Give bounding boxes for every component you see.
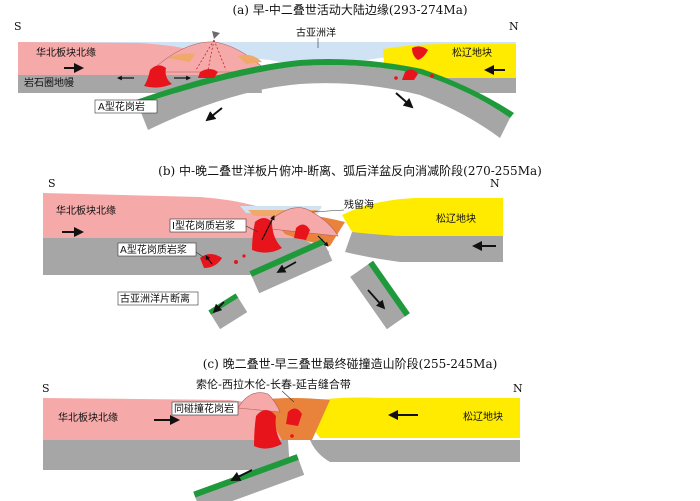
arrow-slab-south: [205, 107, 223, 122]
magma-droplet: [234, 260, 238, 264]
songliao-magma-pocket: [402, 69, 418, 80]
suture-zone-label: 索伦-西拉木伦-长春-延吉缝合带: [196, 377, 351, 391]
a-type-granite-label: A型花岗岩: [98, 100, 145, 113]
songliao-block-label: 松辽地块: [436, 212, 476, 225]
lithospheric-mantle: [43, 440, 290, 470]
magma-droplet: [394, 76, 398, 80]
suture-zone-leader: [281, 390, 295, 403]
lithospheric-mantle-label: 岩石圈地幔: [24, 76, 74, 89]
ocean-label: 古亚洲洋: [296, 26, 336, 39]
north-china-margin-label: 华北板块北缘: [56, 204, 116, 217]
arrow-i-type-rise: [261, 215, 275, 241]
collision-dome: [237, 392, 281, 413]
magma-dikes: [195, 39, 227, 71]
residual-sea-leader: [311, 209, 345, 213]
panel-b-south-label: S: [48, 177, 56, 190]
subducted-slab: [193, 454, 305, 501]
north-china-margin-label: 华北板块北缘: [36, 46, 96, 59]
slab-breakoff-label: 古亚洲洋片断离: [120, 292, 190, 305]
i-type-leader: [245, 225, 259, 233]
suture-magma-pocket: [286, 408, 302, 426]
panel-a-north-label: N: [509, 20, 519, 33]
songliao-mantle: [310, 440, 520, 462]
oceanic-slab-mantle: [138, 65, 510, 138]
a-type-leader: [195, 251, 207, 260]
arrow-slab-south: [230, 469, 253, 481]
panel-c-south-label: S: [42, 382, 50, 395]
panel-a-south-label: S: [14, 20, 22, 33]
magma-droplet: [290, 434, 294, 438]
i-type-magma-label: I型花岗质岩浆: [172, 219, 235, 232]
slab-breakoff-label-box: [117, 291, 199, 306]
panel-c-title: (c) 晚二叠世-早三叠世最终碰撞造山阶段(255-245Ma): [203, 356, 498, 371]
a-type-granite-body: [144, 65, 172, 88]
arrow-suture-fluid: [317, 235, 329, 247]
magma-droplet: [242, 254, 246, 258]
syn-collision-label-box: [171, 401, 239, 416]
arrow-slab-segment-1: [276, 261, 297, 273]
songliao-mantle: [345, 232, 503, 262]
panel-c-north-label: N: [513, 382, 523, 395]
songliao-block-label: 松辽地块: [463, 410, 503, 423]
a-type-magma-label: A型花岗质岩浆: [120, 243, 187, 256]
a-type-granite-label-box: [94, 99, 158, 114]
slab-segment-3: [350, 260, 410, 330]
i-type-magma-body: [252, 218, 282, 253]
arrow-a-type-rise: [205, 255, 213, 265]
slab-segment-1: [249, 238, 333, 294]
volcano-vent-marker: [212, 31, 220, 39]
panel-c: (c) 晚二叠世-早三叠世最终碰撞造山阶段(255-245Ma) S N 索伦-…: [42, 356, 523, 501]
a-type-magma-label-box: [117, 242, 197, 257]
songliao-block-label: 松辽地块: [452, 46, 492, 59]
syn-collision-granite-label: 同碰撞花岗岩: [174, 402, 234, 415]
songliao-block-crust: [342, 198, 503, 236]
arrow-slab-north: [395, 92, 414, 109]
songliao-block-crust: [302, 397, 520, 438]
oceanic-crust-green: [136, 59, 514, 118]
i-type-magma-label-box: [169, 218, 247, 233]
magma-droplet: [430, 74, 434, 78]
panel-a: (a) 早-中二叠世活动大陆边缘(293-274Ma) S N 古亚洲洋: [14, 2, 519, 138]
panel-a-title: (a) 早-中二叠世活动大陆边缘(293-274Ma): [232, 2, 467, 17]
panel-b-north-label: N: [490, 177, 500, 190]
fore-arc-sediment: [168, 53, 195, 62]
arc-magma-chamber: [198, 69, 218, 78]
panel-b-title: (b) 中-晚二叠世洋板片俯冲-断离、弧后洋盆反向消减阶段(270-255Ma): [158, 163, 542, 178]
panel-b: (b) 中-晚二叠世洋板片俯冲-断离、弧后洋盆反向消减阶段(270-255Ma)…: [43, 163, 542, 330]
residual-sea-label: 残留海: [344, 198, 374, 211]
back-arc-sediment: [238, 54, 262, 64]
syn-collision-magma: [254, 410, 282, 449]
songliao-granite-diapir: [412, 46, 428, 60]
arrow-slab-segment-2: [212, 301, 225, 314]
arrow-slab-segment-3: [367, 289, 386, 310]
suture-magma-pocket: [294, 224, 310, 240]
north-china-margin-label: 华北板块北缘: [58, 411, 118, 424]
